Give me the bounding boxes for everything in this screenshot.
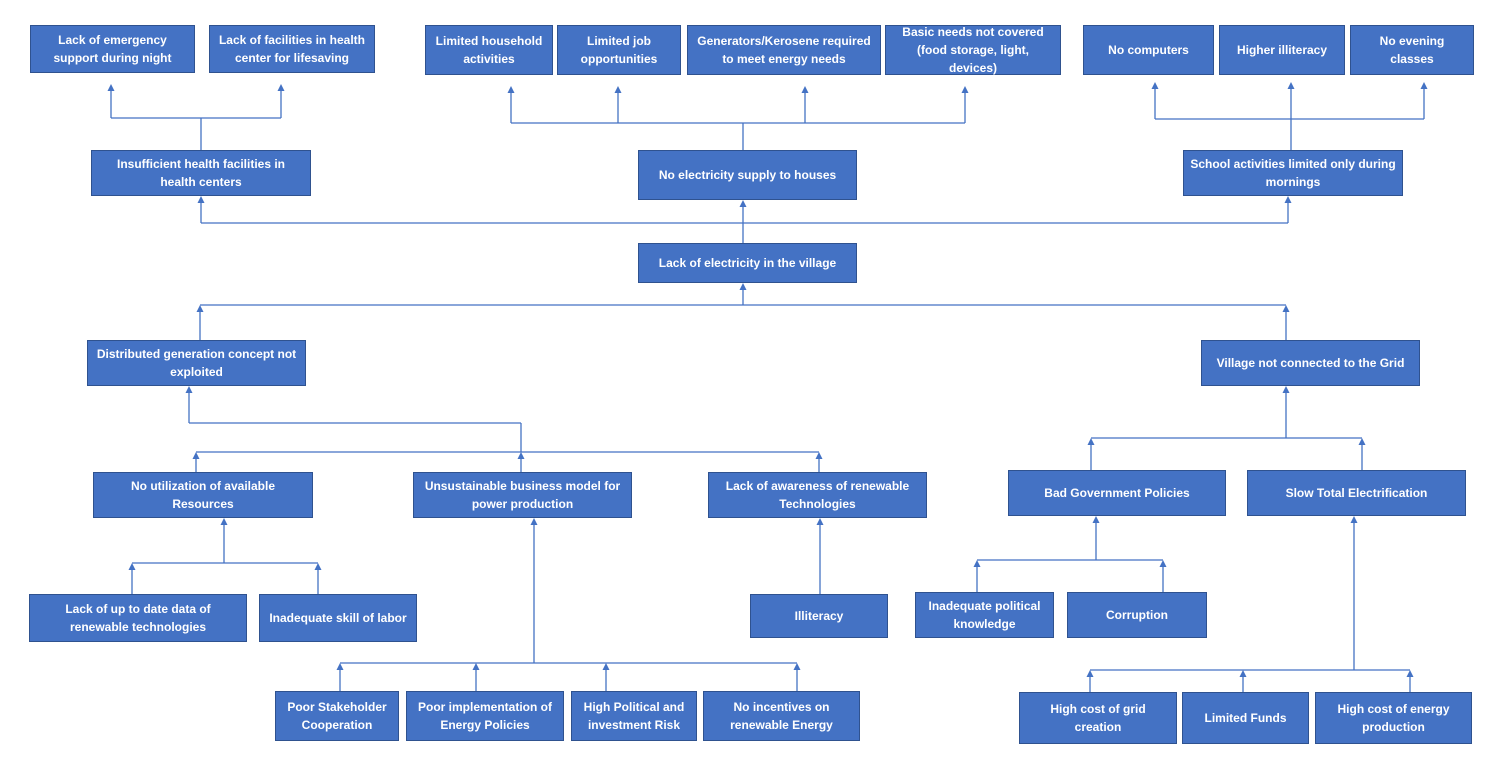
- connector-lifesaving-arrowhead: [277, 84, 285, 91]
- connector-village-school-arrowhead: [1284, 196, 1292, 203]
- node-no-incentives: No incentives on renewable Energy: [703, 691, 860, 741]
- connector-production-cost-arrowhead: [1406, 670, 1414, 677]
- node-not-connected-grid: Village not connected to the Grid: [1201, 340, 1420, 386]
- node-no-evening-classes: No evening classes: [1350, 25, 1474, 75]
- connector-village-houses-arrowhead: [739, 200, 747, 207]
- node-school-mornings: School activities limited only during mo…: [1183, 150, 1403, 196]
- node-political-risk: High Political and investment Risk: [571, 691, 697, 741]
- node-job-opportunities: Limited job opportunities: [557, 25, 681, 75]
- node-slow-electrification: Slow Total Electrification: [1247, 470, 1466, 516]
- node-generators-kerosene: Generators/Kerosene required to meet ene…: [687, 25, 881, 75]
- connector-lack-data-arrowhead: [128, 563, 136, 570]
- node-unsustainable-business: Unsustainable business model for power p…: [413, 472, 632, 518]
- node-inadequate-skill: Inadequate skill of labor: [259, 594, 417, 642]
- connector-resources-arrowhead: [192, 452, 200, 459]
- connector-incentives-arrowhead: [793, 663, 801, 670]
- connector-dg-arrow-arrowhead: [185, 386, 193, 393]
- connector-government-arrow-arrowhead: [1092, 516, 1100, 523]
- connector-funds-arrowhead: [1239, 670, 1247, 677]
- connector-business-arrowhead: [517, 452, 525, 459]
- connector-business-arrow-arrowhead: [530, 518, 538, 525]
- node-household-activities: Limited household activities: [425, 25, 553, 75]
- connector-political-knowledge-arrowhead: [973, 560, 981, 567]
- connector-resources-arrow-arrowhead: [220, 518, 228, 525]
- node-corruption: Corruption: [1067, 592, 1207, 638]
- connector-basic-needs-arrowhead: [961, 86, 969, 93]
- connector-village-health-arrowhead: [197, 196, 205, 203]
- connector-corruption-arrowhead: [1159, 560, 1167, 567]
- node-poor-implementation: Poor implementation of Energy Policies: [406, 691, 564, 741]
- node-emergency-night: Lack of emergency support during night: [30, 25, 195, 73]
- node-no-utilization-resources: No utilization of available Resources: [93, 472, 313, 518]
- connector-grid-arrowhead: [1282, 305, 1290, 312]
- connector-household-arrowhead: [507, 86, 515, 93]
- node-stakeholder-cooperation: Poor Stakeholder Cooperation: [275, 691, 399, 741]
- connector-electrification-arrow-arrowhead: [1350, 516, 1358, 523]
- connector-political-risk-arrowhead: [602, 663, 610, 670]
- connector-stakeholder-arrowhead: [336, 663, 344, 670]
- connector-skill-arrowhead: [314, 563, 322, 570]
- connector-generators-arrowhead: [801, 86, 809, 93]
- connector-awareness-arrowhead: [815, 452, 823, 459]
- node-limited-funds: Limited Funds: [1182, 692, 1309, 744]
- connector-causes-village-arrowhead: [739, 283, 747, 290]
- connector-emergency-arrowhead: [107, 84, 115, 91]
- node-distributed-generation: Distributed generation concept not explo…: [87, 340, 306, 386]
- connector-grid-arrowhead: [1282, 386, 1290, 393]
- node-higher-illiteracy: Higher illiteracy: [1219, 25, 1345, 75]
- node-lifesaving-facilities: Lack of facilities in health center for …: [209, 25, 375, 73]
- node-energy-production-cost: High cost of energy production: [1315, 692, 1472, 744]
- node-illiteracy: Illiteracy: [750, 594, 888, 638]
- node-no-computers: No computers: [1083, 25, 1214, 75]
- node-no-electricity-houses: No electricity supply to houses: [638, 150, 857, 200]
- connector-illiteracy-high-arrowhead: [1287, 82, 1295, 89]
- connector-electrification-arrowhead: [1358, 438, 1366, 445]
- node-lack-electricity-village: Lack of electricity in the village: [638, 243, 857, 283]
- node-bad-government: Bad Government Policies: [1008, 470, 1226, 516]
- node-grid-creation-cost: High cost of grid creation: [1019, 692, 1177, 744]
- connector-illiteracy-arrowhead: [816, 518, 824, 525]
- connector-government-arrowhead: [1087, 438, 1095, 445]
- connector-evening-arrowhead: [1420, 82, 1428, 89]
- node-insufficient-health: Insufficient health facilities in health…: [91, 150, 311, 196]
- connector-computers-arrowhead: [1151, 82, 1159, 89]
- node-lack-awareness: Lack of awareness of renewable Technolog…: [708, 472, 927, 518]
- node-basic-needs: Basic needs not covered (food storage, l…: [885, 25, 1061, 75]
- connector-implementation-arrowhead: [472, 663, 480, 670]
- node-lack-data: Lack of up to date data of renewable tec…: [29, 594, 247, 642]
- connector-distributed-arrowhead: [196, 305, 204, 312]
- connector-jobs-arrowhead: [614, 86, 622, 93]
- connector-grid-cost-arrowhead: [1086, 670, 1094, 677]
- node-political-knowledge: Inadequate political knowledge: [915, 592, 1054, 638]
